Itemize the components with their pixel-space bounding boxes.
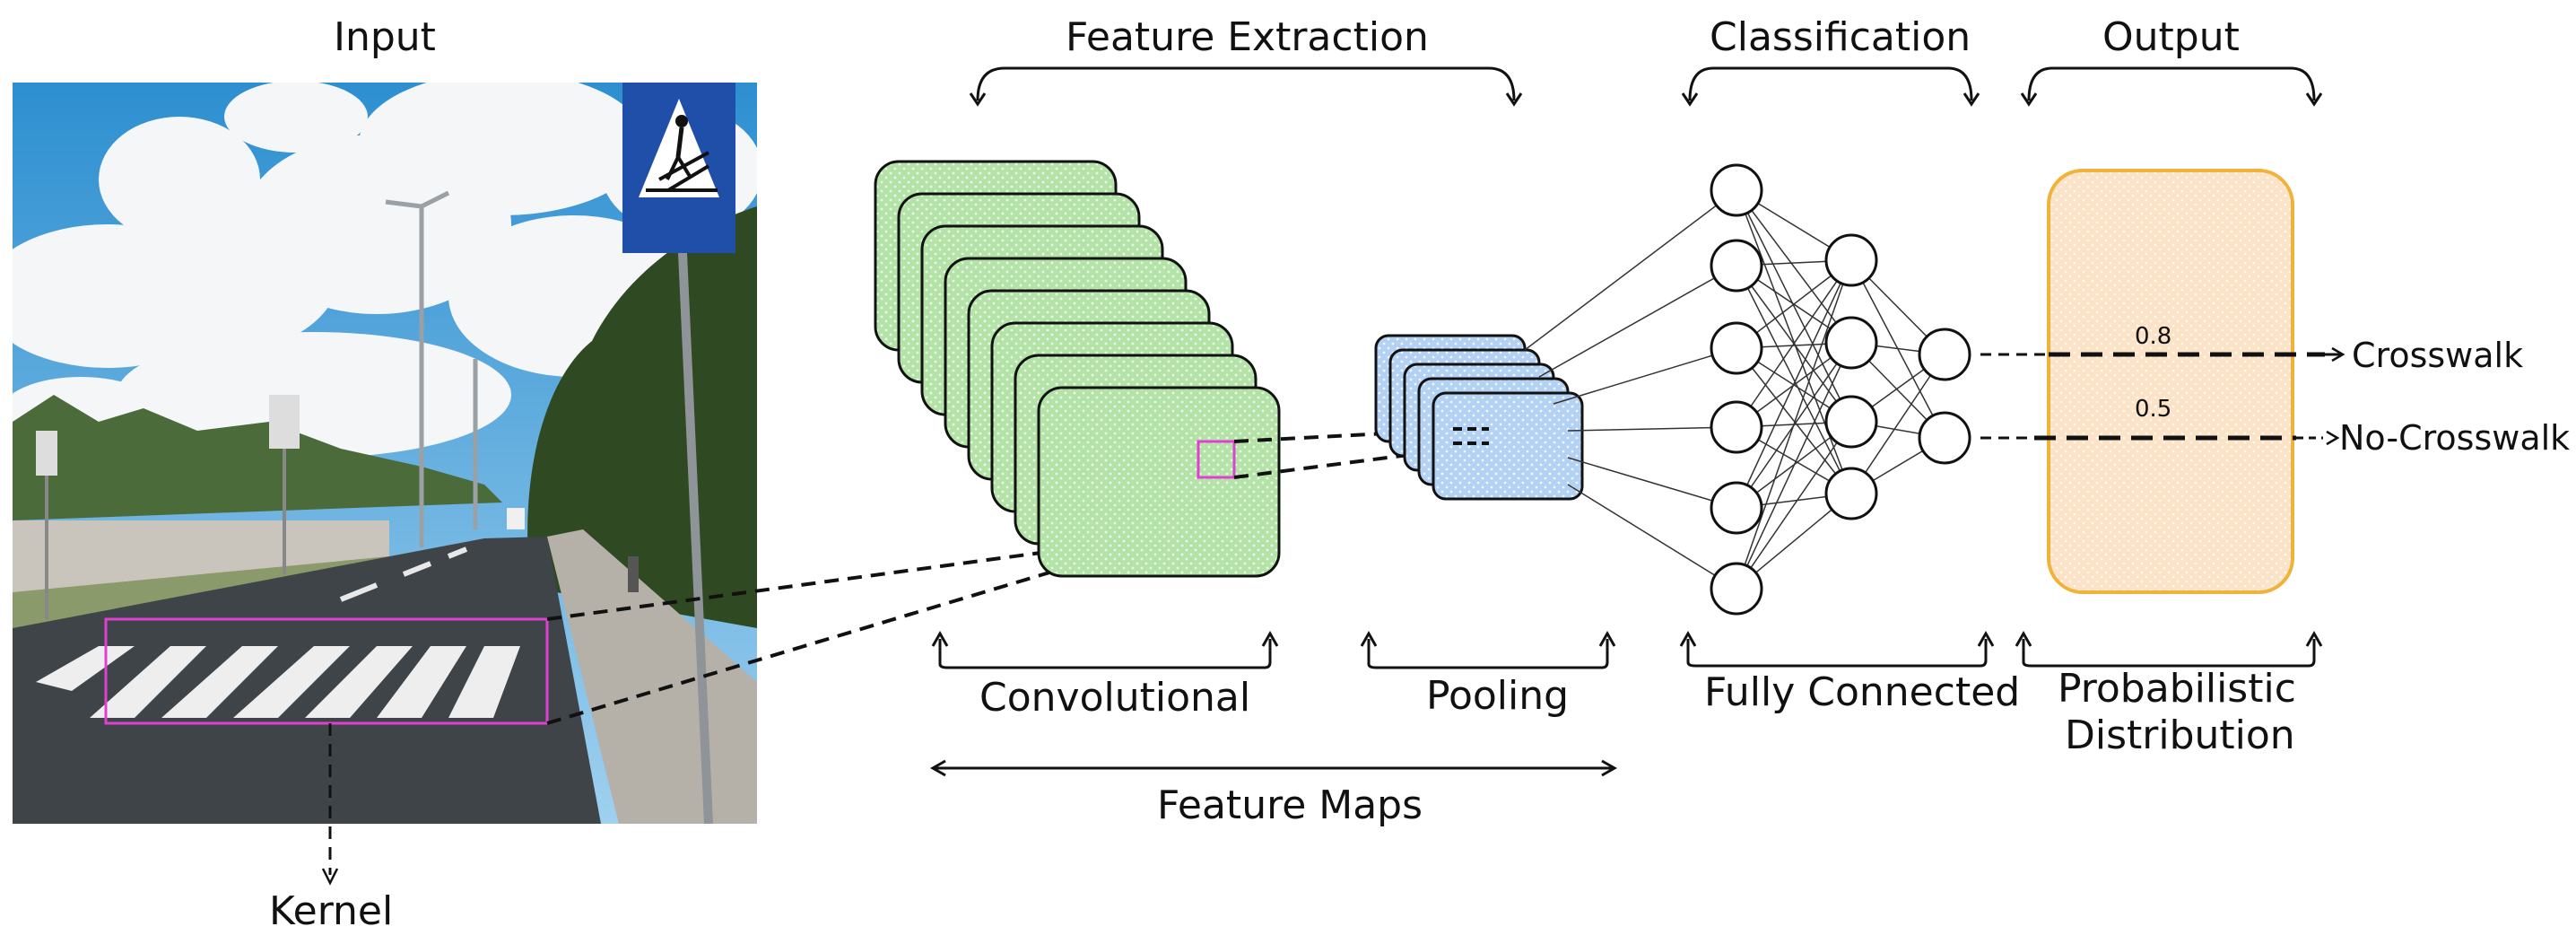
section-title-classification: Classification bbox=[1710, 14, 1971, 60]
probabilistic-bracket bbox=[2015, 630, 2323, 668]
section-title-feature-extraction: Feature Extraction bbox=[1066, 14, 1429, 60]
network-edge bbox=[1736, 259, 1852, 428]
convolutional-feature-maps bbox=[874, 160, 1281, 578]
fully-connected-label: Fully Connected bbox=[1704, 669, 2021, 715]
network-edge bbox=[1850, 354, 1945, 494]
neuron bbox=[1710, 163, 1763, 217]
network-edge bbox=[1736, 265, 1852, 494]
network-edge bbox=[1736, 189, 1852, 344]
output-lines bbox=[1980, 346, 2345, 446]
neuron bbox=[1824, 467, 1878, 520]
pooling-bracket bbox=[1360, 630, 1616, 669]
network-edge bbox=[1736, 259, 1852, 590]
feature-extraction-bracket bbox=[969, 66, 1523, 107]
kernel-label: Kernel bbox=[269, 888, 394, 934]
feature-maps-arrow bbox=[929, 759, 1618, 777]
neuron bbox=[1918, 411, 1971, 465]
crosswalk-probability: 0.8 bbox=[2135, 323, 2172, 350]
distant-trees bbox=[13, 395, 502, 520]
pool-feature-map bbox=[1432, 391, 1584, 501]
neuron bbox=[1710, 400, 1763, 454]
kernel-projection-lines bbox=[546, 547, 1068, 725]
feature-maps-label: Feature Maps bbox=[1157, 782, 1423, 828]
network-edge bbox=[1736, 189, 1852, 494]
probabilistic-label-line1: Probabilistic bbox=[2058, 666, 2296, 712]
network-edge bbox=[1736, 347, 1852, 494]
classification-bracket bbox=[1681, 66, 1980, 107]
pool-to-fc-edge bbox=[1524, 189, 1737, 351]
neuron bbox=[1824, 316, 1878, 370]
pool-to-fc-edge bbox=[1567, 457, 1737, 509]
convolutional-label: Convolutional bbox=[979, 675, 1251, 721]
conv-kernel-marker bbox=[1197, 440, 1236, 479]
neuron bbox=[1710, 321, 1763, 375]
network-edge bbox=[1736, 342, 1852, 590]
neuron bbox=[1824, 395, 1878, 449]
conv-feature-map bbox=[1037, 386, 1281, 578]
pool-to-fc-edge bbox=[1567, 484, 1737, 590]
neuron bbox=[1824, 233, 1878, 287]
crosswalk-output-label: Crosswalk bbox=[2352, 336, 2524, 375]
neuron bbox=[1710, 239, 1763, 293]
section-title-input: Input bbox=[334, 14, 436, 60]
probability-distribution-box bbox=[2047, 169, 2294, 594]
probabilistic-label-line2: Distribution bbox=[2065, 712, 2295, 758]
network-neurons bbox=[1710, 163, 1971, 616]
neuron bbox=[1710, 562, 1763, 616]
fully-connected-bracket bbox=[1679, 630, 1995, 668]
kernel-box bbox=[104, 617, 549, 725]
no-crosswalk-probability: 0.5 bbox=[2135, 396, 2172, 423]
section-title-output: Output bbox=[2102, 14, 2240, 60]
output-bracket bbox=[2020, 66, 2323, 107]
pool-to-fc-edge bbox=[1567, 426, 1737, 432]
network-edge bbox=[1736, 259, 1852, 509]
pool-to-fc-edge bbox=[1538, 265, 1737, 378]
pooling-feature-maps bbox=[1374, 334, 1584, 501]
input-photo bbox=[13, 83, 757, 824]
crosswalk-stripes bbox=[36, 646, 520, 718]
pooling-label: Pooling bbox=[1426, 673, 1570, 719]
pedestrian-crossing-sign-icon bbox=[622, 83, 735, 824]
neuron bbox=[1918, 328, 1971, 381]
pool-to-fc-edge bbox=[1553, 347, 1737, 405]
no-crosswalk-output-label: No-Crosswalk bbox=[2339, 418, 2571, 458]
neuron bbox=[1710, 481, 1763, 535]
convolutional-bracket bbox=[931, 630, 1279, 669]
roadside-trees bbox=[527, 206, 757, 628]
network-edge bbox=[1736, 421, 1852, 590]
